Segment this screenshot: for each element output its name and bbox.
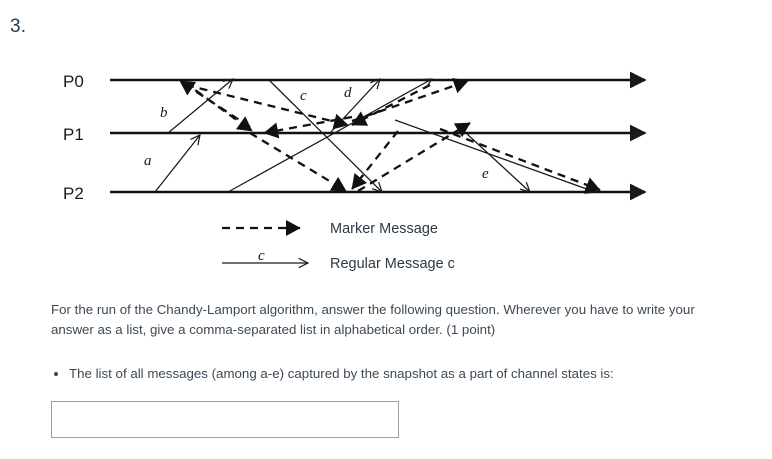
answer-input[interactable] — [51, 401, 399, 438]
legend: Marker Message c Regular Message c — [222, 219, 455, 272]
message-label-d: d — [344, 85, 352, 101]
legend-label-regular: Regular Message c — [330, 256, 455, 272]
message-label-b: b — [160, 105, 168, 121]
process-timeline-p1: P1 — [63, 124, 647, 144]
regular-message-a — [154, 135, 200, 193]
regular-message-p2-to-p0 — [227, 79, 432, 193]
regular-message-b — [167, 79, 233, 134]
marker-message-2 — [183, 81, 253, 132]
regular-message-e — [465, 132, 530, 192]
message-label-e: e — [482, 166, 489, 182]
regular-message-d — [329, 79, 380, 134]
process-label-p1: P1 — [63, 125, 84, 144]
marker-message-1 — [179, 80, 251, 128]
marker-message-4 — [263, 115, 353, 139]
question-prompt: For the run of the Chandy-Lamport algori… — [51, 300, 711, 340]
question-bullet-list: The list of all messages (among a-e) cap… — [51, 364, 731, 384]
marker-message-6 — [351, 130, 399, 190]
message-label-c: c — [300, 88, 307, 104]
marker-messages-group — [179, 77, 601, 193]
message-label-a: a — [144, 153, 152, 169]
process-label-p0: P0 — [63, 72, 84, 91]
process-label-p2: P2 — [63, 184, 84, 203]
question-number: 3. — [10, 16, 27, 37]
regular-messages-group — [154, 79, 595, 193]
marker-message-5 — [249, 132, 347, 192]
regular-message-p0-to-p2 — [394, 119, 595, 192]
prompt-line-2: have to write your answer as a list, giv… — [51, 302, 695, 337]
marker-message-3 — [185, 83, 349, 130]
marker-message-8 — [351, 83, 431, 127]
chandy-lamport-diagram: P0 P1 P2 — [0, 55, 700, 280]
marker-message-9 — [357, 122, 471, 192]
marker-message-10 — [439, 127, 601, 193]
legend-label-marker: Marker Message — [330, 221, 438, 237]
legend-item-marker: Marker Message — [222, 219, 438, 237]
list-item: The list of all messages (among a-e) cap… — [69, 364, 731, 384]
marker-message-7 — [351, 77, 469, 123]
prompt-line-1: For the run of the Chandy-Lamport algori… — [51, 302, 587, 317]
legend-item-regular: c Regular Message c — [222, 248, 455, 272]
legend-inline-label-c: c — [258, 248, 265, 264]
process-timeline-p0: P0 — [63, 71, 647, 91]
